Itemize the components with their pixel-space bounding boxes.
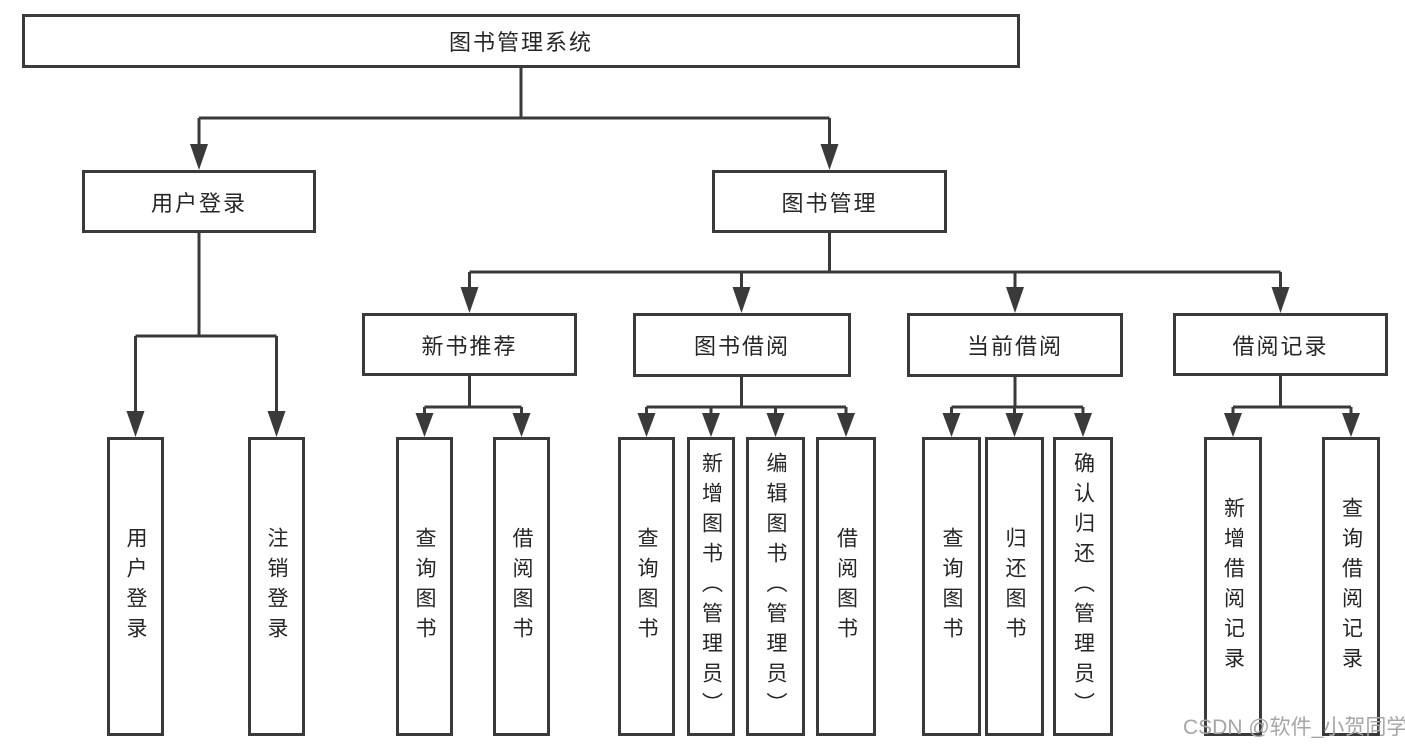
leaf-add-borrow-record-label: 新增借阅记录 <box>1221 496 1245 677</box>
node-new-book-recommend-label: 新书推荐 <box>421 333 518 359</box>
leaf-query-books-borrow-label: 查询图书 <box>635 526 658 647</box>
node-current-borrow: 当前借阅 <box>907 313 1123 377</box>
leaf-confirm-return-admin-label: 确认归还（管理员） <box>1071 451 1095 722</box>
leaf-query-books-current: 查询图书 <box>922 437 981 736</box>
csdn-watermark: CSDN @软件_小贺同学 <box>1183 716 1405 739</box>
leaf-borrow-books-label: 借阅图书 <box>834 526 858 647</box>
branch-user-login-label: 用户登录 <box>150 190 247 216</box>
leaf-return-books: 归还图书 <box>985 437 1044 736</box>
leaf-borrow-books: 借阅图书 <box>816 437 876 736</box>
leaf-query-borrow-record-label: 查询借阅记录 <box>1339 496 1363 677</box>
leaf-user-login: 用户登录 <box>107 437 164 736</box>
leaf-add-borrow-record: 新增借阅记录 <box>1204 437 1262 736</box>
leaf-logout-label: 注销登录 <box>265 526 288 647</box>
node-new-book-recommend: 新书推荐 <box>362 313 577 376</box>
leaf-logout: 注销登录 <box>248 437 305 736</box>
leaf-confirm-return-admin: 确认归还（管理员） <box>1053 437 1113 736</box>
node-borrow-record: 借阅记录 <box>1173 313 1388 376</box>
branch-book-management-label: 图书管理 <box>781 190 878 216</box>
node-book-borrow: 图书借阅 <box>633 313 851 377</box>
root-node-label: 图书管理系统 <box>448 30 593 55</box>
leaf-edit-books-admin: 编辑图书（管理员） <box>746 437 805 736</box>
leaf-query-books-recommend: 查询图书 <box>396 437 453 736</box>
node-book-borrow-label: 图书借阅 <box>693 334 790 359</box>
leaf-user-login-label: 用户登录 <box>124 526 147 647</box>
branch-book-management: 图书管理 <box>712 170 947 233</box>
branch-user-login: 用户登录 <box>82 170 316 233</box>
leaf-borrow-books-recommend-label: 借阅图书 <box>510 526 533 647</box>
leaf-query-books-recommend-label: 查询图书 <box>413 526 436 647</box>
leaf-query-books-borrow: 查询图书 <box>618 437 675 736</box>
root-node-book-management-system: 图书管理系统 <box>22 14 1020 68</box>
leaf-return-books-label: 归还图书 <box>1003 526 1026 647</box>
leaf-borrow-books-recommend: 借阅图书 <box>493 437 550 736</box>
leaf-add-books-admin: 新增图书（管理员） <box>687 437 735 736</box>
node-current-borrow-label: 当前借阅 <box>966 334 1063 359</box>
node-borrow-record-label: 借阅记录 <box>1232 333 1329 359</box>
leaf-query-books-current-label: 查询图书 <box>940 526 963 647</box>
leaf-query-borrow-record: 查询借阅记录 <box>1322 437 1380 736</box>
leaf-edit-books-admin-label: 编辑图书（管理员） <box>764 451 787 722</box>
leaf-add-books-admin-label: 新增图书（管理员） <box>699 451 723 722</box>
